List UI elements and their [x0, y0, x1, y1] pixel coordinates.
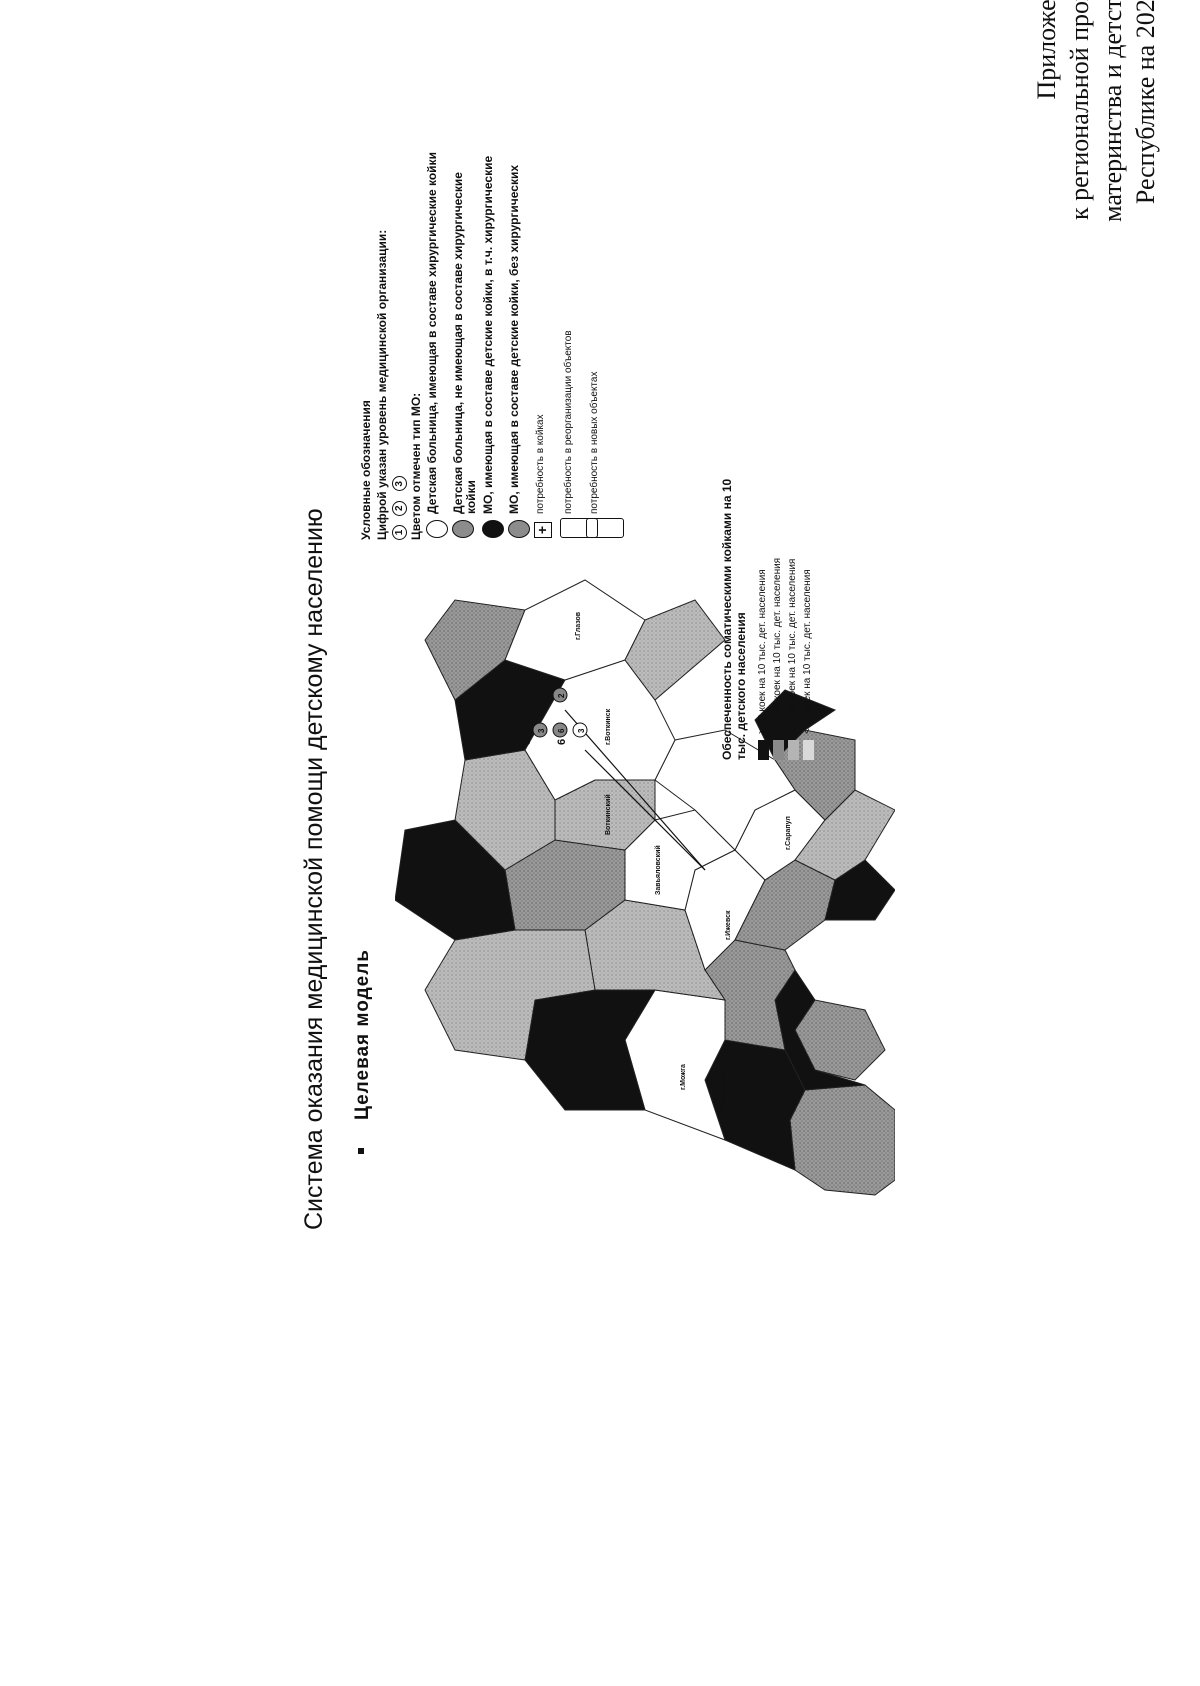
- provision-swatch-2: [787, 740, 799, 760]
- district-ne-2: [424, 599, 526, 701]
- legend-levels: 1 2 3: [392, 140, 407, 540]
- plus-icon: +: [534, 522, 552, 538]
- slide-title: Система оказания медицинской помощи детс…: [300, 508, 328, 1230]
- appendix-line-3: материнства и детства в Удмуртской: [1098, 0, 1127, 222]
- marker-level-2-label: 2: [557, 693, 566, 698]
- appendix-header: Приложение 4 к региональной программе «О…: [1030, 0, 1200, 620]
- provision-swatch-0: [757, 740, 769, 760]
- legend-type-1: Детская больница, не имеющая в составе х…: [451, 140, 478, 540]
- type-3-circle-icon: [508, 520, 530, 538]
- provision-row-0: > 30 коек на 10 тыс. дет. населения: [756, 460, 770, 760]
- legend-level-caption: Цифрой указан уровень медицинской органи…: [375, 229, 389, 540]
- label-mozhginsky: Можгинский: [719, 1068, 727, 1110]
- type-0-circle-icon: [426, 520, 448, 538]
- bullet-marker: [358, 1148, 364, 1154]
- new-rect-icon: [586, 518, 624, 538]
- level-1-icon: 1: [392, 525, 407, 540]
- map-number-6: 6: [556, 739, 568, 745]
- legend: Условные обозначения Цифрой указан урове…: [359, 140, 624, 540]
- provision-swatch-1: [772, 740, 784, 760]
- callout-line-1: [564, 709, 706, 871]
- type-1-circle-icon: [452, 520, 474, 538]
- slide-subtitle: Целевая модель: [352, 949, 373, 1120]
- type-2-circle-icon: [482, 520, 504, 538]
- label-izhevsk: г.Ижевск: [725, 910, 732, 940]
- provision-row-2: 11 - 20 коек на 10 тыс. дет. населения: [786, 460, 800, 760]
- legend-type-2: МО, имеющая в составе детские койки, в т…: [481, 140, 504, 540]
- provision-row-1: 21 - 30 коек на 10 тыс. дет. населения: [771, 460, 785, 760]
- legend-type-caption: Цветом отмечен тип МО:: [409, 392, 423, 540]
- region-map: г.Глазов г.Ижевск г.Воткинск г.Можга г.С…: [395, 579, 895, 1196]
- marker-level-3-a: [572, 722, 588, 738]
- provision-swatch-3: [802, 740, 814, 760]
- marker-level-2: [552, 687, 568, 703]
- label-votkinsk: г.Воткинск: [605, 708, 612, 745]
- label-mozhga: г.Можга: [680, 1064, 687, 1090]
- legend-type-0: Детская больница, имеющая в составе хиру…: [425, 140, 448, 540]
- appendix-line-4: Республике на 2025 – 2030 годы»: [1131, 0, 1160, 205]
- marker-level-6-label: 6: [557, 728, 566, 733]
- legend-need-beds: + потребность в койках: [534, 140, 556, 540]
- label-votkinsky: Воткинский: [604, 794, 612, 835]
- label-glazov: г.Глазов: [575, 611, 582, 640]
- provision-row-3: < 10 коек на 10 тыс. дет. населения: [801, 460, 815, 760]
- provision-title: Обеспеченность соматическими койками на …: [720, 478, 748, 760]
- level-2-icon: 2: [392, 500, 407, 516]
- marker-level-6: [552, 722, 568, 738]
- appendix-line-1: Приложение 4: [1032, 0, 1061, 100]
- label-sarapul: г.Сарапул: [785, 816, 792, 850]
- marker-level-3-b: [532, 722, 548, 738]
- level-3-icon: 3: [392, 476, 407, 492]
- legend-need-new: потребность в новых объектах: [586, 140, 624, 540]
- slide: Система оказания медицинской помощи детс…: [300, 140, 940, 1240]
- appendix-line-2: к региональной программе «Охрана: [1065, 0, 1094, 220]
- legend-title: Условные обозначения: [359, 400, 373, 540]
- marker-level-3-a-label: 3: [577, 728, 586, 733]
- district-ne-3: [624, 599, 726, 701]
- legend-need-reorg: потребность в реорганизации объектов: [560, 140, 598, 540]
- label-zavyalovsky: Завьяловский: [654, 845, 662, 895]
- legend-type-3: МО, имеющая в составе детские койки, без…: [507, 140, 530, 540]
- provision-legend: Обеспеченность соматическими койками на …: [720, 460, 816, 760]
- callout-line-2: [584, 749, 706, 871]
- district-sw-1: [789, 1084, 895, 1196]
- marker-level-3-b-label: 3: [537, 728, 546, 733]
- map-number-3: 3: [521, 739, 533, 745]
